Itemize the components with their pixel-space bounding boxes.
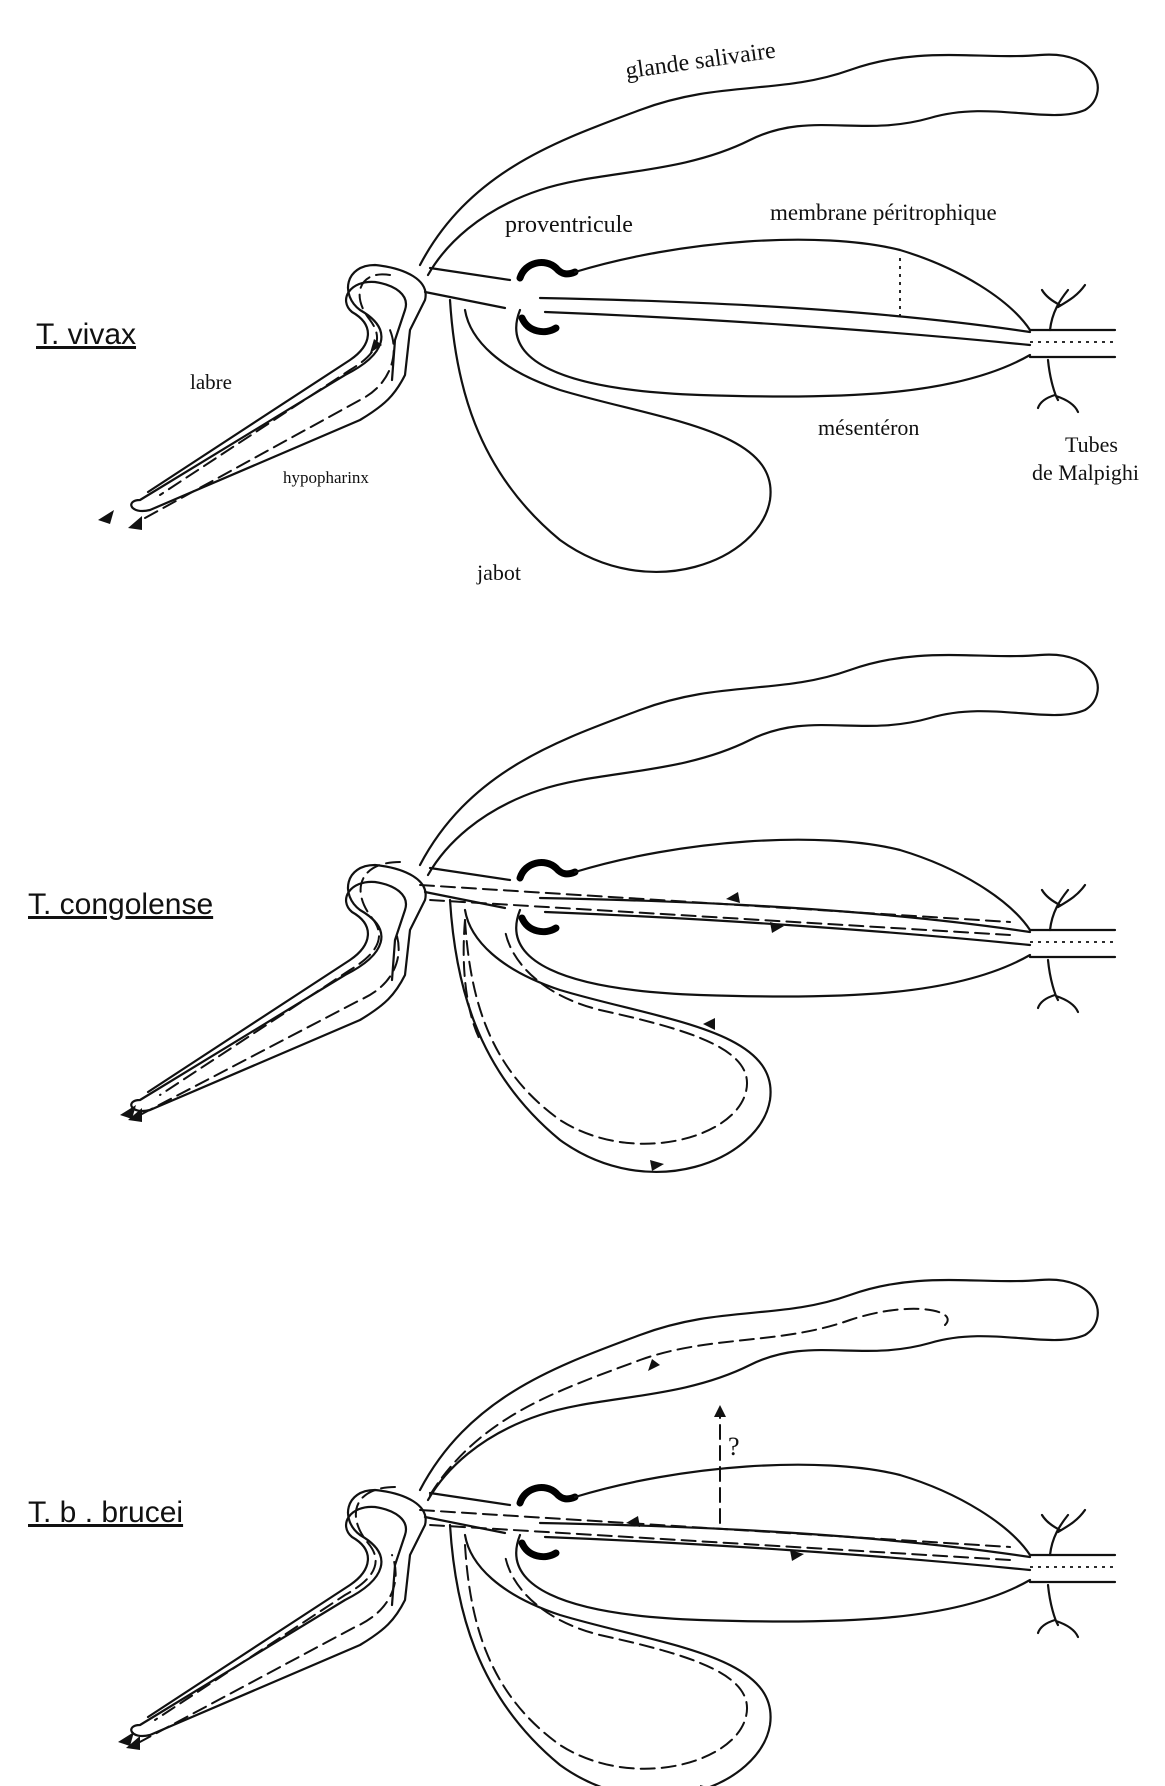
label-de-malpighi: de Malpighi	[1032, 460, 1139, 486]
label-hypopharinx: hypopharinx	[283, 468, 369, 488]
panel-brucei	[118, 1280, 1115, 1786]
label-tubes: Tubes	[1065, 432, 1118, 458]
label-proventricule: proventricule	[505, 212, 633, 239]
label-membrane-peritrophique: membrane péritrophique	[770, 200, 997, 226]
species-label-vivax: T. vivax	[36, 318, 136, 352]
panel-congolense	[120, 655, 1115, 1172]
label-jabot: jabot	[477, 560, 521, 586]
label-mesenteron: mésentéron	[818, 415, 919, 441]
label-labre: labre	[190, 370, 232, 395]
panel-vivax	[98, 55, 1115, 572]
species-label-congolense: T. congolense	[28, 888, 213, 922]
species-label-brucei: T. b . brucei	[28, 1496, 183, 1530]
label-question-mark: ?	[728, 1432, 740, 1462]
